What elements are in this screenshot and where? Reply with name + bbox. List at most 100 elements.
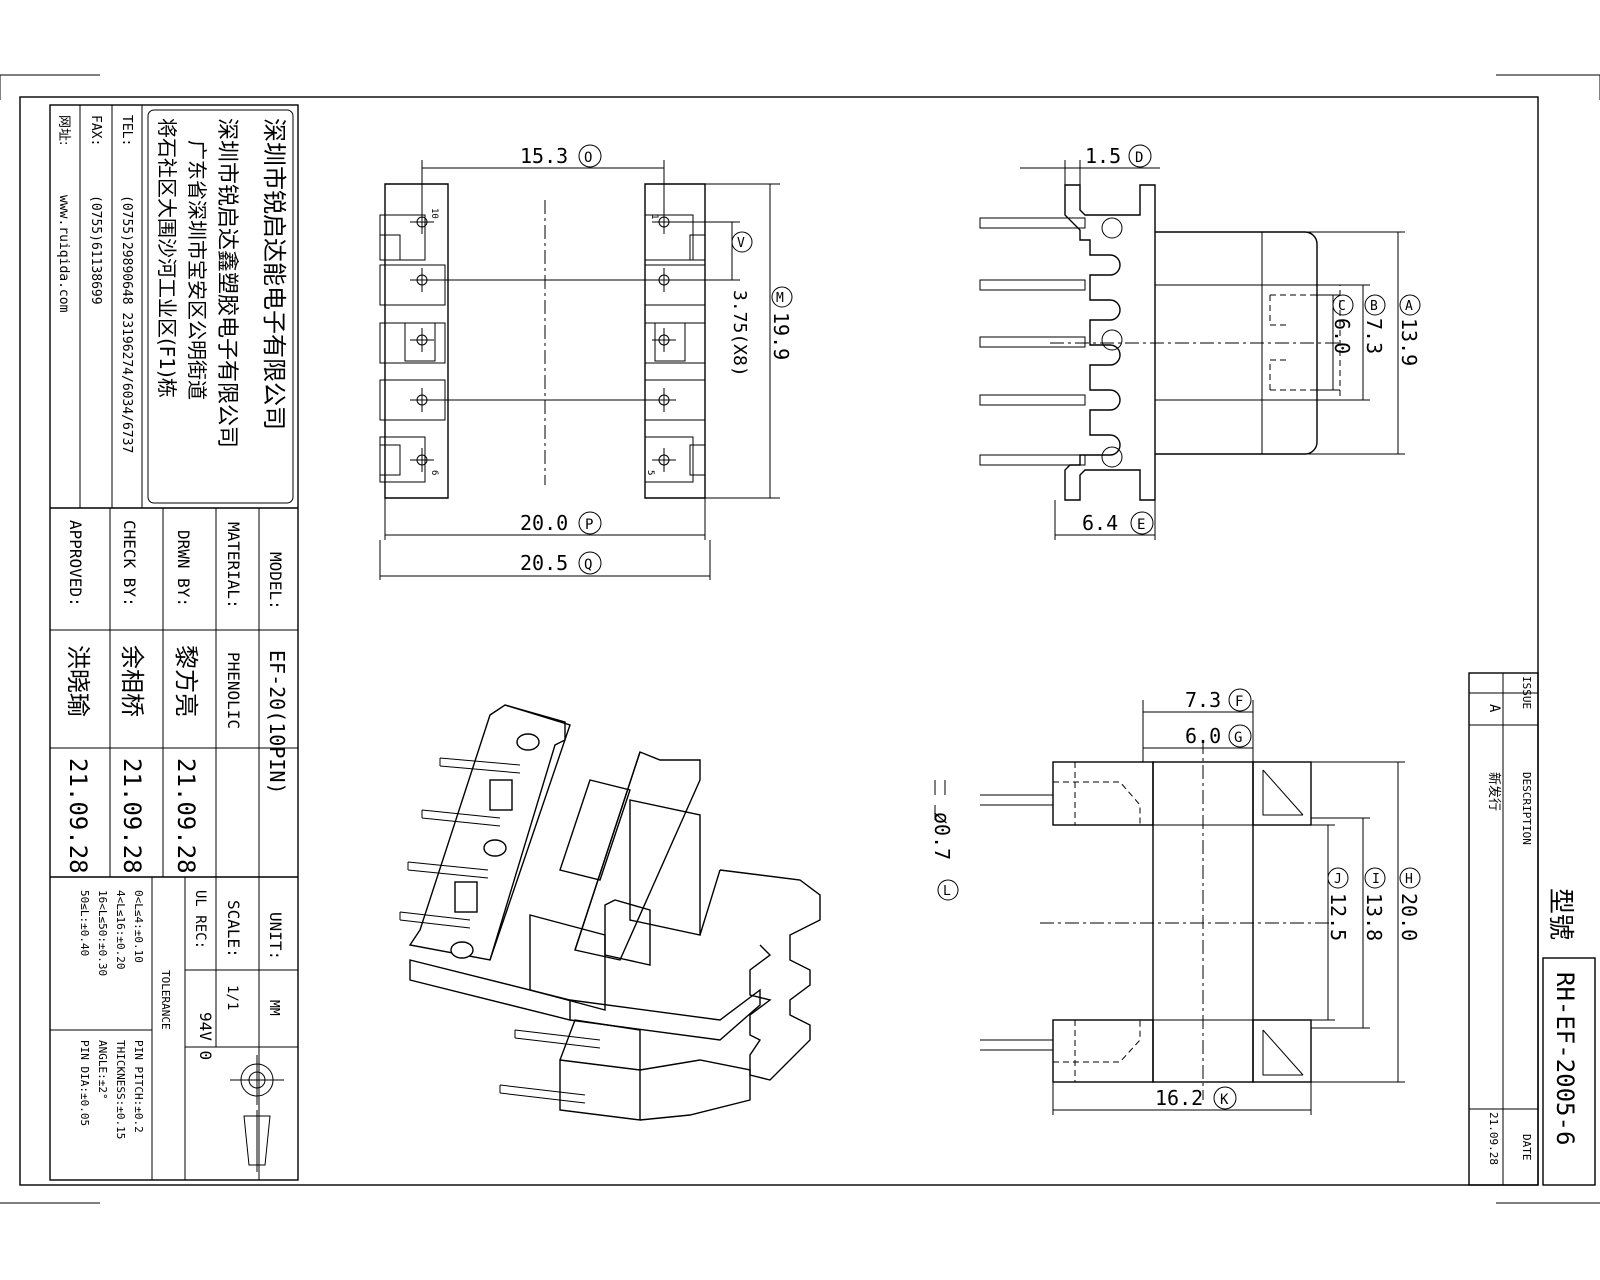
part-label: 型號 [1545, 888, 1575, 940]
side-view: 1.5 D 6.4 E A 13.9 B 7.3 C 6.0 [979, 144, 1421, 540]
front-view: 7.3 F 6.0 G H 20.0 I 13.8 J 12.5 16.2 K … [930, 688, 1421, 1115]
svg-text:I: I [1372, 872, 1380, 887]
ul-label: UL REC: [192, 890, 208, 949]
tol-right-1: PIN PITCH:±0.2 [132, 1040, 145, 1133]
dim-A-value: 13.9 [1397, 318, 1421, 366]
pin-number-6: 6 [429, 470, 439, 475]
scale-label: SCALE: [224, 900, 243, 958]
top-view-pins: 10 1 6 5 15.3 O 20.0 P 20.5 Q V 3.75(X8) [379, 144, 793, 580]
part-number: RH-EF-2005-6 [1551, 972, 1579, 1145]
svg-text:O: O [584, 150, 592, 166]
tol-right-3: ANGLE:±2° [96, 1040, 109, 1100]
tol-right-4: PIN DIA:±0.05 [78, 1040, 91, 1126]
tol-right-2: THICKNESS:±0.15 [114, 1040, 127, 1139]
dim-P-value: 20.0 [520, 511, 568, 535]
fax-value: (0755)61138699 [88, 195, 103, 305]
svg-text:E: E [1137, 517, 1145, 533]
dim-I-value: 13.8 [1362, 893, 1386, 941]
web-label: 网址: [56, 115, 71, 145]
model-info: MODEL: EF-20(10PIN) MATERIAL: PHENOLIC D… [64, 520, 289, 874]
material-value: PHENOLIC [224, 652, 243, 729]
address-line2: 将石社区大围沙河工业区(F1)栋 [155, 118, 179, 398]
isometric-view [399, 704, 821, 1121]
pin-number-10: 10 [429, 208, 439, 219]
left-pin-tabs [379, 214, 446, 483]
dim-H-value: 20.0 [1397, 893, 1421, 941]
pin-markers [410, 210, 676, 472]
drwn-name: 黎方亮 [172, 645, 200, 717]
tel-label: TEL: [119, 115, 134, 146]
date-label: DATE [1520, 1134, 1533, 1161]
description-label: DESCRIPTION [1520, 772, 1533, 845]
tolerance-label: TOLERANCE [159, 970, 172, 1030]
company-name: 深圳市锐启达能电子有限公司 [260, 118, 288, 430]
part-number-block: 型號 RH-EF-2005-6 [1542, 888, 1596, 1186]
model-label: MODEL: [266, 552, 285, 610]
svg-text:J: J [1334, 872, 1342, 887]
svg-text:V: V [737, 236, 745, 251]
tol-left-1: 0<L≤4:±0.10 [132, 890, 145, 963]
approved-name: 洪晓瑜 [64, 645, 92, 717]
tol-left-4: 50≤L:±0.40 [78, 890, 91, 956]
model-value: EF-20(10PIN) [265, 650, 289, 795]
title-block [49, 104, 299, 1181]
svg-text:P: P [585, 517, 593, 533]
right-pin-tabs [644, 214, 706, 483]
dim-O-value: 15.3 [520, 144, 568, 168]
drwn-date: 21.09.28 [172, 758, 200, 874]
dim-L-value: ø0.7 [930, 812, 954, 860]
issue-label: ISSUE [1520, 676, 1533, 709]
address-line1: 广东省深圳市宝安区公明街道 [185, 140, 209, 400]
description-value: 新发行 [1486, 772, 1502, 811]
pin-number-5: 5 [645, 470, 655, 475]
date-value: 21.09.28 [1487, 1112, 1500, 1165]
dim-K-value: 16.2 [1155, 1086, 1203, 1110]
company-info: 深圳市锐启达能电子有限公司 深圳市锐启达鑫塑胶电子有限公司 广东省深圳市宝安区公… [56, 115, 288, 453]
dim-V-value: 3.75(X8) [729, 290, 750, 377]
factory-name: 深圳市锐启达鑫塑胶电子有限公司 [214, 118, 239, 448]
crop-marks [0, 74, 1600, 1204]
approved-date: 21.09.28 [64, 758, 92, 874]
issue-value: A [1486, 704, 1502, 713]
svg-text:C: C [1338, 299, 1346, 314]
sheet-border [19, 96, 1539, 1186]
dim-B-value: 7.3 [1362, 318, 1386, 354]
material-label: MATERIAL: [224, 522, 243, 609]
tol-left-2: 4<L≤16:±0.20 [114, 890, 127, 969]
unit-value: MM [266, 1000, 281, 1016]
pin-number-1: 1 [649, 214, 659, 219]
dim-D-value: 1.5 [1085, 144, 1121, 168]
approved-label: APPROVED: [66, 520, 85, 607]
svg-text:K: K [1220, 1092, 1229, 1108]
dim-C-value: 6.0 [1330, 318, 1354, 354]
dim-M-value: 19.9 [769, 312, 793, 360]
check-label: CHECK BY: [120, 520, 139, 607]
dim-E-value: 6.4 [1082, 511, 1118, 535]
dim-Q-value: 20.5 [520, 551, 568, 575]
tol-left-3: 16<L≤50:±0.30 [96, 890, 109, 976]
svg-text:H: H [1405, 872, 1413, 887]
svg-text:M: M [776, 291, 784, 306]
svg-text:B: B [1370, 299, 1378, 314]
scale-value: 1/1 [224, 985, 240, 1010]
svg-text:F: F [1235, 694, 1243, 710]
svg-text:D: D [1135, 150, 1143, 166]
web-value: www.ruiqida.com [56, 195, 71, 313]
svg-text:L: L [943, 884, 951, 899]
dim-G-value: 6.0 [1185, 724, 1221, 748]
svg-text:Q: Q [584, 557, 592, 573]
svg-text:A: A [1405, 299, 1413, 314]
unit-label: UNIT: [266, 912, 285, 960]
dim-F-value: 7.3 [1185, 688, 1221, 712]
ul-value: 94V 0 [196, 1012, 215, 1060]
unit-scale-tolerance: UNIT: MM SCALE: 1/1 UL REC: 94V 0 TOLERA… [78, 890, 285, 1139]
tel-value: (0755)29890648 23196274/6034/6737 [119, 195, 134, 453]
projection-symbol-icon [230, 1055, 284, 1172]
dim-J-value: 12.5 [1326, 893, 1350, 941]
drwn-label: DRWN BY: [174, 530, 193, 607]
revision-block: ISSUE A DESCRIPTION 新发行 DATE 21.09.28 [1468, 672, 1539, 1186]
svg-text:G: G [1234, 730, 1242, 746]
fax-label: FAX: [88, 115, 103, 146]
check-date: 21.09.28 [118, 758, 146, 874]
